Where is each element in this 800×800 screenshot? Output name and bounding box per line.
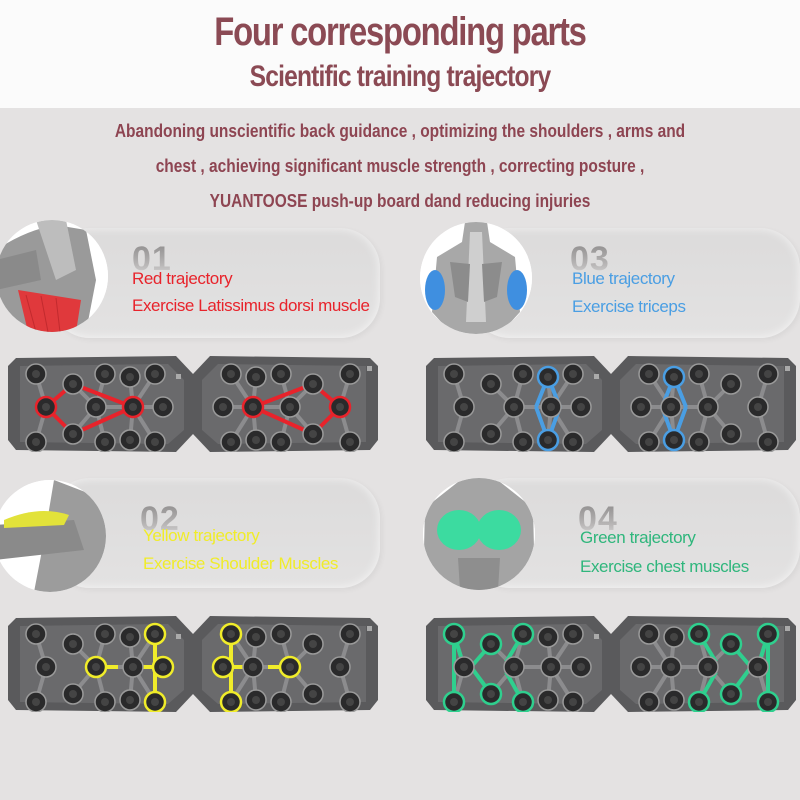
pushup-board-blue	[426, 352, 796, 452]
section-number: 03	[570, 240, 610, 278]
exercise-label: Exercise triceps	[572, 297, 686, 316]
trajectory-label: Yellow trajectory	[143, 526, 260, 545]
trajectory-label: Green trajectory	[580, 528, 696, 547]
pushup-board-red	[8, 352, 378, 452]
section-number: 04	[578, 500, 618, 538]
header-banner	[0, 0, 800, 108]
exercise-label: Exercise chest muscles	[580, 557, 749, 576]
shoulder-icon	[0, 480, 106, 592]
pushup-board-green	[426, 612, 796, 712]
section-number: 01	[132, 240, 172, 278]
exercise-label: Exercise Shoulder Muscles	[143, 554, 339, 573]
section-number: 02	[140, 500, 180, 538]
trajectory-label: Red trajectory	[132, 269, 233, 288]
intro-text: Abandoning unscientific back guidance , …	[0, 114, 800, 219]
intro-line: YUANTOOSE push-up board dand reducing in…	[209, 191, 591, 211]
chest-pecs-icon	[423, 478, 535, 590]
exercise-label: Exercise Latissimus dorsi muscle	[132, 296, 370, 315]
page-title: Four corresponding parts	[214, 10, 587, 54]
page-subtitle: Scientific training trajectory	[249, 60, 552, 93]
intro-line: chest , achieving significant muscle str…	[155, 156, 645, 176]
pushup-board-yellow	[8, 612, 378, 712]
back-triceps-icon	[420, 222, 532, 334]
intro-line: Abandoning unscientific back guidance , …	[114, 121, 686, 141]
back-lats-icon	[0, 220, 108, 332]
trajectory-label: Blue trajectory	[572, 269, 675, 288]
